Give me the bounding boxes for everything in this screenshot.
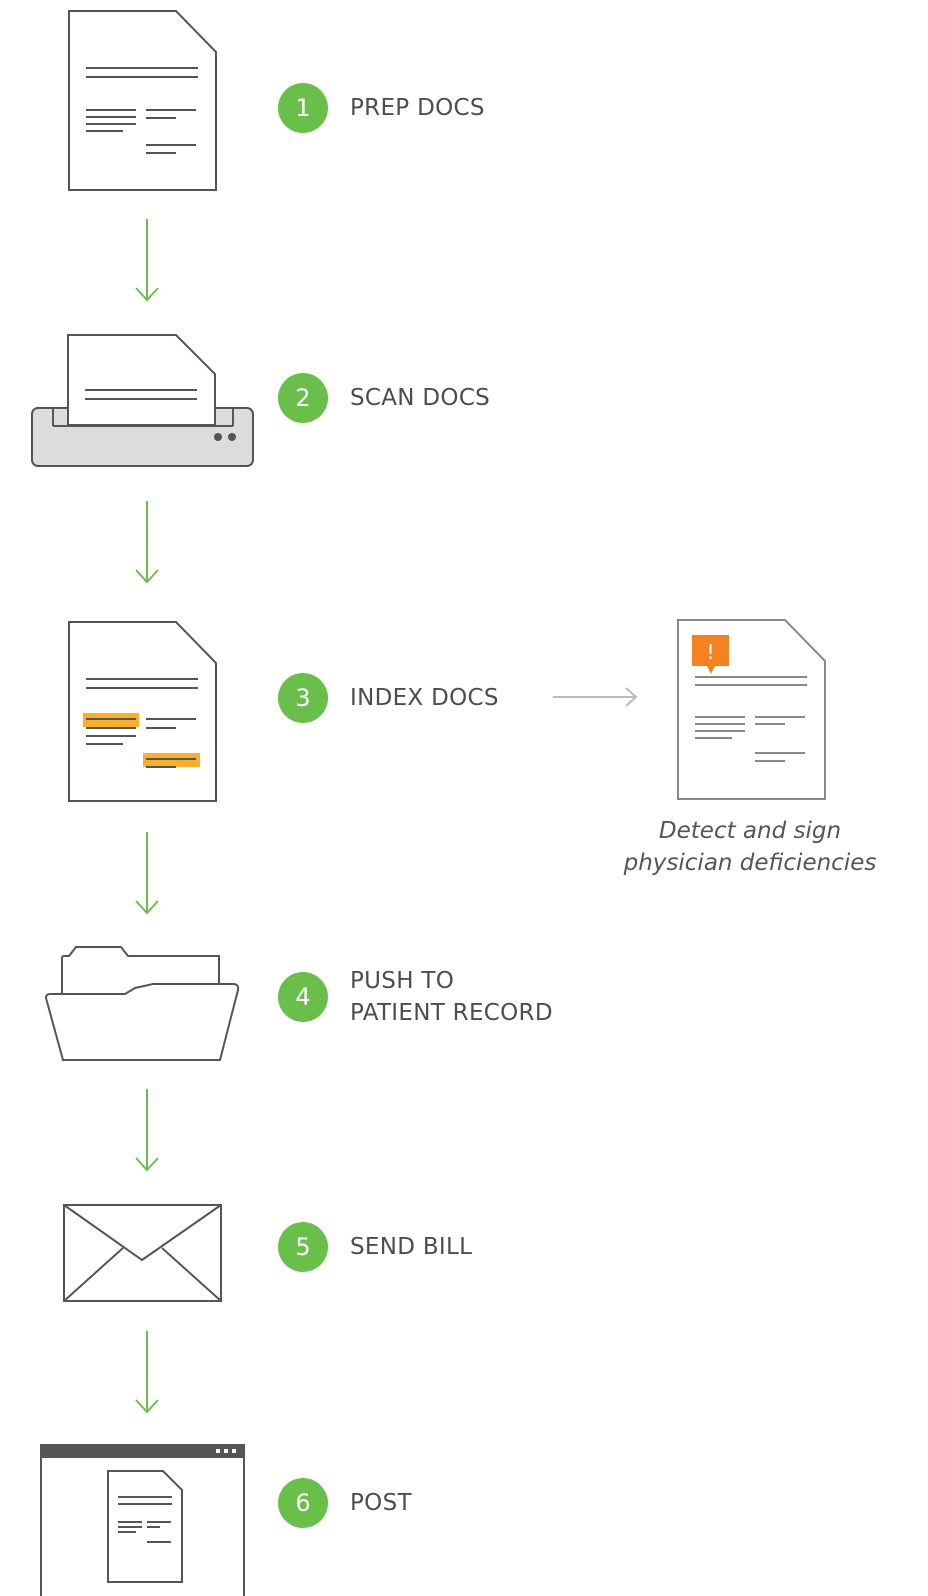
step-label-6-line-1: POST: [350, 1490, 412, 1516]
step-badge-4: 4: [278, 972, 328, 1022]
envelope-icon: [63, 1204, 222, 1302]
side-branch-caption: Detect and sign physician deficiencies: [600, 815, 900, 879]
step-label-3: INDEX DOCS: [350, 682, 499, 714]
step-badge-3: 3: [278, 673, 328, 723]
caption-line-1: Detect and sign: [658, 818, 842, 844]
scanner-icon: [31, 334, 254, 467]
step-label-4: PUSH TO PATIENT RECORD: [350, 965, 553, 1029]
arrow-down-icon: [135, 1089, 159, 1172]
step-label-4-line-1: PUSH TO: [350, 968, 455, 994]
step-badge-6: 6: [278, 1478, 328, 1528]
step-label-4-line-2: PATIENT RECORD: [350, 1000, 553, 1026]
step-label-6: POST: [350, 1487, 412, 1519]
indexed-document-icon: [68, 621, 217, 802]
step-badge-5: 5: [278, 1222, 328, 1272]
arrow-right-icon: [553, 687, 638, 707]
browser-document-icon: [40, 1444, 245, 1596]
arrow-down-icon: [135, 832, 159, 915]
step-label-5-line-1: SEND BILL: [350, 1234, 473, 1260]
step-label-5: SEND BILL: [350, 1231, 472, 1263]
step-label-2-line-1: SCAN DOCS: [350, 385, 491, 411]
folder-icon: [44, 946, 240, 1061]
step-label-1-line-1: PREP DOCS: [350, 95, 485, 121]
arrow-down-icon: [135, 501, 159, 584]
step-badge-2: 2: [278, 373, 328, 423]
step-label-2: SCAN DOCS: [350, 382, 490, 414]
step-badge-1: 1: [278, 83, 328, 133]
caption-line-2: physician deficiencies: [623, 850, 877, 876]
alert-mark: !: [706, 640, 715, 664]
step-label-3-line-1: INDEX DOCS: [350, 685, 499, 711]
step-label-1: PREP DOCS: [350, 92, 485, 124]
document-icon: [68, 10, 217, 191]
alert-document-icon: [677, 619, 826, 800]
arrow-down-icon: [135, 1331, 159, 1414]
arrow-down-icon: [135, 219, 159, 302]
